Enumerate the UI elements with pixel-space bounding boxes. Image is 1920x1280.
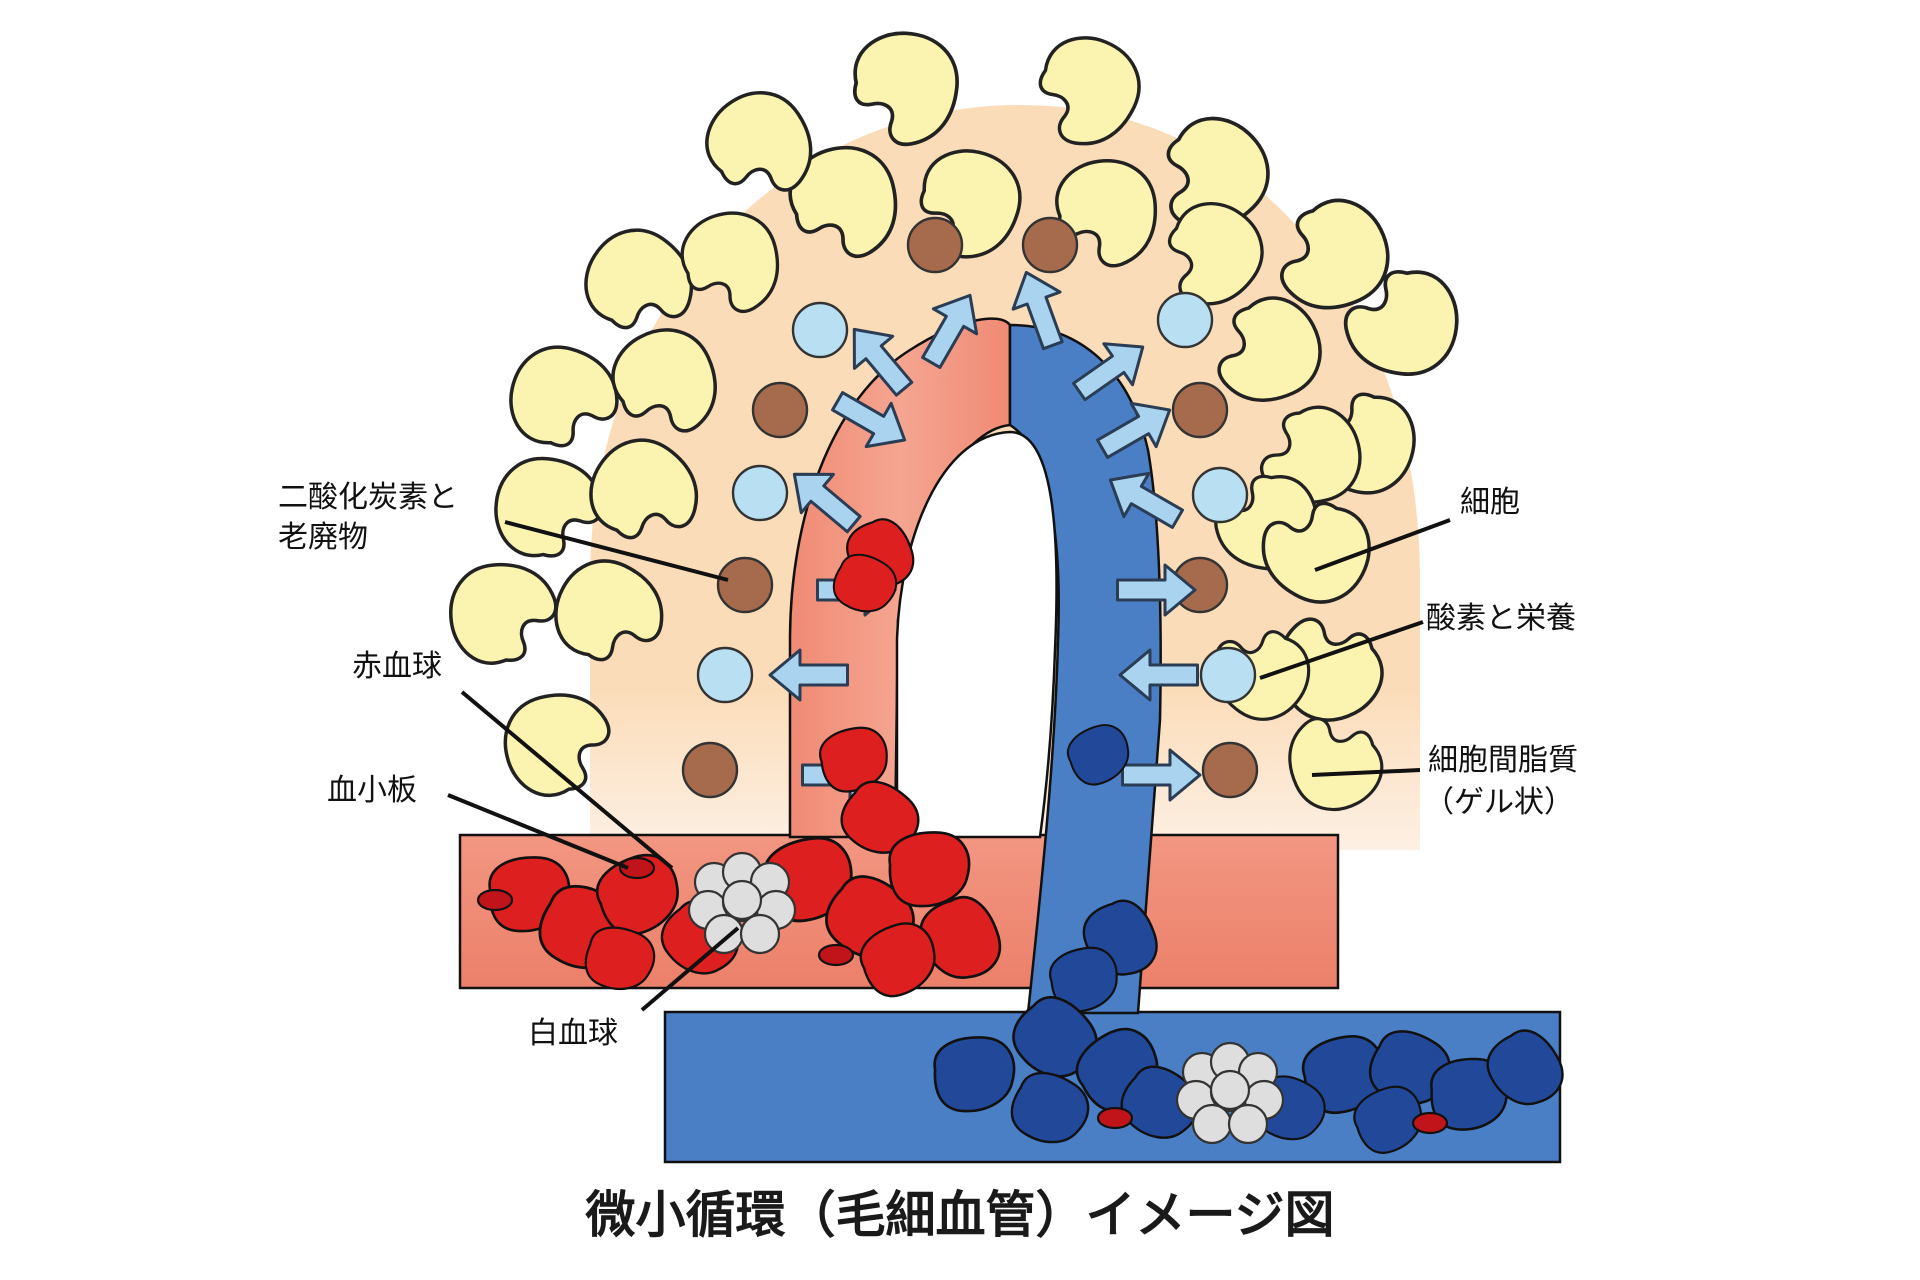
co2-waste-molecule bbox=[1021, 216, 1079, 274]
leader-white-blood-cell bbox=[640, 926, 740, 1012]
tissue-cell bbox=[853, 31, 959, 147]
tissue-cell bbox=[1261, 501, 1371, 604]
white-blood-cell bbox=[1227, 1103, 1269, 1145]
label-co2-line2: 老廃物 bbox=[278, 520, 368, 555]
exchange-arrow bbox=[1072, 342, 1145, 402]
red-blood-cell bbox=[584, 926, 656, 991]
tissue-cell bbox=[503, 693, 611, 797]
venous-blood-cell bbox=[1010, 1071, 1090, 1144]
label-platelet: 血小板 bbox=[327, 773, 417, 808]
label-co2-line1: 二酸化炭素と bbox=[278, 480, 458, 515]
label-interstitial-line1: 細胞間脂質 bbox=[1428, 743, 1578, 778]
white-blood-cell-clusters bbox=[687, 851, 1285, 1145]
diagram-title: 微小循環（毛細血管）イメージ図 bbox=[585, 1186, 1335, 1244]
tissue-cell bbox=[705, 91, 813, 192]
tissue-cell bbox=[509, 345, 619, 448]
red-blood-cell bbox=[832, 553, 898, 613]
oxygen-nutrient-molecule bbox=[1199, 646, 1257, 704]
label-red-blood-cell: 赤血球 bbox=[352, 649, 442, 684]
tissue-cell bbox=[919, 149, 1022, 259]
oxygen-nutrient-molecule bbox=[791, 301, 849, 359]
tissue-cell bbox=[788, 145, 898, 259]
exchange-arrow bbox=[1116, 563, 1197, 617]
oxygen-nutrient-molecule bbox=[731, 464, 789, 522]
tissue-cell bbox=[1288, 717, 1384, 812]
exchange-arrow bbox=[1108, 471, 1184, 529]
tissue-cell bbox=[1343, 270, 1459, 376]
venous-blood-cell bbox=[933, 1036, 1016, 1113]
exchange-arrow bbox=[1011, 270, 1064, 351]
tissue-cell bbox=[554, 559, 664, 662]
tissue-cell bbox=[584, 228, 694, 330]
red-blood-cell bbox=[888, 831, 971, 908]
white-blood-cell bbox=[703, 913, 745, 955]
oxygen-nutrient-molecule bbox=[1156, 291, 1214, 349]
exchange-arrows bbox=[768, 270, 1202, 802]
capillary-loop-interior bbox=[895, 430, 1058, 839]
tissue-cell bbox=[680, 211, 780, 313]
tissue-cell bbox=[1038, 36, 1141, 146]
venous-blood-cell bbox=[1067, 724, 1130, 786]
co2-waste-molecule bbox=[716, 556, 774, 614]
blood-cells bbox=[476, 518, 1564, 1154]
tissue-cell bbox=[589, 438, 699, 540]
white-blood-cell bbox=[739, 913, 781, 955]
tissue-cell bbox=[611, 328, 717, 433]
tissue-cell bbox=[1055, 159, 1158, 268]
label-white-blood-cell: 白血球 bbox=[528, 1016, 618, 1051]
exchange-arrow bbox=[768, 648, 849, 702]
tissue-cell bbox=[1280, 198, 1390, 310]
leader-cell bbox=[1314, 518, 1451, 572]
white-blood-cell bbox=[721, 879, 763, 921]
co2-waste-molecule bbox=[751, 381, 809, 439]
red-blood-cell bbox=[859, 922, 936, 998]
co2-waste-molecule bbox=[681, 741, 739, 799]
exchange-arrow bbox=[1096, 401, 1172, 459]
tissue-cell bbox=[449, 562, 558, 665]
co2-waste-molecule bbox=[1171, 381, 1229, 439]
exchange-arrow bbox=[1118, 648, 1199, 702]
leader-oxygen-nutrients bbox=[1259, 620, 1424, 680]
platelet bbox=[1411, 1111, 1449, 1135]
tissue-cell bbox=[1217, 296, 1322, 402]
label-interstitial-line2: （ゲル状） bbox=[1424, 785, 1574, 820]
platelet bbox=[1096, 1106, 1134, 1130]
leader-interstitial bbox=[1311, 768, 1421, 777]
platelet bbox=[817, 943, 855, 967]
tissue-cells bbox=[449, 31, 1459, 812]
exchange-arrow bbox=[792, 472, 862, 534]
exchange-arrow bbox=[921, 293, 979, 369]
co2-waste-molecule bbox=[1201, 741, 1259, 799]
leader-red-blood-cell bbox=[460, 690, 674, 870]
white-blood-cell bbox=[1191, 1103, 1233, 1145]
exchange-arrow bbox=[1121, 748, 1202, 802]
platelet bbox=[476, 888, 514, 912]
red-blood-cell bbox=[819, 726, 888, 793]
leader-co2 bbox=[504, 520, 729, 582]
exchange-arrow bbox=[852, 327, 914, 397]
venous-blood-cell bbox=[1486, 1029, 1564, 1106]
platelet bbox=[618, 856, 656, 880]
label-cell: 細胞 bbox=[1460, 485, 1520, 520]
white-blood-cell bbox=[1209, 1069, 1251, 1111]
leader-platelet bbox=[447, 793, 629, 870]
label-oxygen-nutrients: 酸素と栄養 bbox=[1426, 601, 1576, 636]
red-blood-cell bbox=[919, 895, 1002, 979]
oxygen-nutrient-molecule bbox=[696, 646, 754, 704]
venous-blood-cell bbox=[1012, 996, 1098, 1078]
exchange-arrow bbox=[831, 391, 907, 449]
oxygen-nutrient-molecule bbox=[1191, 466, 1249, 524]
co2-waste-molecule bbox=[906, 216, 964, 274]
